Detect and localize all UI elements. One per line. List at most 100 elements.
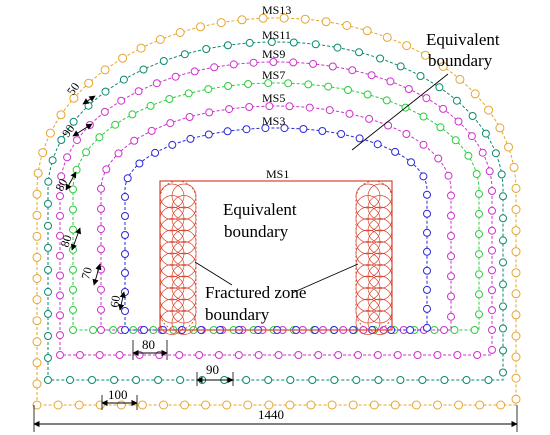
monitoring-point-ms5 xyxy=(447,272,455,281)
monitoring-point-ms13 xyxy=(258,13,268,23)
monitoring-point-ms9 xyxy=(393,351,402,359)
monitoring-point-ms9 xyxy=(488,306,496,315)
dim-80b: 80 xyxy=(58,227,82,251)
monitoring-point-ms9 xyxy=(314,351,323,359)
monitoring-point-ms11 xyxy=(176,376,185,384)
monitoring-point-ms13 xyxy=(321,17,331,27)
monitoring-point-ms13 xyxy=(33,168,43,178)
svg-text:70: 70 xyxy=(78,266,95,281)
monitoring-point-ms9 xyxy=(56,351,64,359)
monitoring-point-ms7 xyxy=(89,326,98,334)
monitoring-point-ms13 xyxy=(511,394,521,404)
monitoring-point-ms7 xyxy=(69,185,77,194)
monitoring-point-ms9 xyxy=(354,351,362,359)
monitoring-point-ms11 xyxy=(159,57,168,65)
monitoring-point-ms11 xyxy=(139,65,148,74)
monitoring-point-ms9 xyxy=(175,351,184,359)
monitoring-point-ms7 xyxy=(475,270,483,279)
monitoring-point-ms7 xyxy=(204,85,213,94)
monitoring-point-ms7 xyxy=(344,86,352,94)
monitoring-point-ms13 xyxy=(411,400,421,410)
monitoring-point-ms9 xyxy=(488,206,496,215)
monitoring-point-ms9 xyxy=(488,187,496,195)
monitoring-point-ms13 xyxy=(511,268,521,278)
monitoring-point-ms11 xyxy=(57,136,66,144)
monitoring-point-ms11 xyxy=(499,236,507,245)
monitoring-point-ms9 xyxy=(488,286,496,295)
equivalent-boundary-mid-line2: boundary xyxy=(224,222,289,241)
monitoring-point-ms11 xyxy=(499,280,507,289)
monitoring-point-ms13 xyxy=(420,50,430,60)
monitoring-point-ms9 xyxy=(269,58,278,66)
monitoring-point-ms5 xyxy=(447,292,455,301)
monitoring-point-ms11 xyxy=(374,376,383,384)
monitoring-point-ms13 xyxy=(32,295,42,305)
fractured-leader-left xyxy=(194,261,233,286)
monitoring-point-ms3 xyxy=(423,209,431,218)
monitoring-point-ms11 xyxy=(440,376,449,384)
monitoring-point-ms11 xyxy=(462,376,471,384)
monitoring-point-ms13 xyxy=(32,316,42,326)
monitoring-point-ms11 xyxy=(44,332,52,340)
fractured-zone-circle xyxy=(367,310,393,335)
svg-text:80: 80 xyxy=(58,233,75,249)
svg-text:100: 100 xyxy=(108,387,128,402)
monitoring-point-ms11 xyxy=(396,376,405,384)
monitoring-point-ms9 xyxy=(134,87,143,96)
monitoring-point-ms9 xyxy=(473,351,482,359)
monitoring-point-ms9 xyxy=(195,351,204,359)
monitoring-point-ms7 xyxy=(475,310,483,319)
monitoring-point-ms5 xyxy=(166,119,175,128)
monitoring-point-ms13 xyxy=(511,373,521,383)
monitoring-point-ms5 xyxy=(285,102,294,111)
monitoring-point-ms3 xyxy=(121,250,129,258)
monitoring-point-ms3 xyxy=(168,140,177,149)
monitoring-point-ms3 xyxy=(242,125,251,134)
monitoring-point-ms13 xyxy=(279,13,289,23)
monitoring-point-ms7 xyxy=(69,285,77,294)
monitoring-point-ms11 xyxy=(154,376,163,384)
monitoring-point-ms7 xyxy=(244,80,253,88)
monitoring-point-ms13 xyxy=(69,93,79,103)
monitoring-point-ms9 xyxy=(152,79,161,88)
monitoring-point-ms11 xyxy=(289,38,298,47)
monitoring-point-ms11 xyxy=(499,192,507,201)
monitoring-point-ms11 xyxy=(355,48,363,57)
fractured-zone-left xyxy=(159,180,197,335)
monitoring-point-ms13 xyxy=(155,35,165,44)
monitoring-point-ms13 xyxy=(116,400,126,410)
monitoring-point-ms9 xyxy=(386,77,395,86)
monitoring-point-ms9 xyxy=(328,62,337,71)
monitoring-point-ms5 xyxy=(147,126,156,135)
monitoring-point-ms11 xyxy=(101,87,110,96)
monitoring-point-ms5 xyxy=(97,285,105,294)
monitoring-point-ms5 xyxy=(130,136,139,145)
monitoring-point-ms7 xyxy=(128,110,137,119)
monitoring-point-ms9 xyxy=(289,58,298,67)
monitoring-point-ms11 xyxy=(44,243,52,252)
monitoring-point-ms11 xyxy=(286,376,295,384)
monitoring-point-ms9 xyxy=(294,351,303,359)
monitoring-point-ms13 xyxy=(511,310,521,320)
monitoring-point-ms7 xyxy=(111,120,120,129)
equivalent-boundary-top-line1: Equivalent xyxy=(426,30,500,49)
monitoring-point-ms7 xyxy=(82,148,91,157)
fractured-zone-circle xyxy=(355,310,381,335)
monitoring-point-ms5 xyxy=(325,106,334,115)
monitoring-point-ms11 xyxy=(44,265,52,274)
monitoring-point-ms9 xyxy=(117,96,126,105)
fractured-zone-right xyxy=(355,180,393,335)
monitoring-point-ms7 xyxy=(69,225,77,234)
monitoring-point-ms9 xyxy=(210,63,219,72)
monitoring-point-ms7 xyxy=(304,80,313,89)
monitoring-point-ms9 xyxy=(56,231,64,240)
monitoring-point-ms11 xyxy=(396,62,405,71)
monitoring-point-ms7 xyxy=(470,326,479,334)
monitoring-point-ms5 xyxy=(245,103,254,111)
monitoring-point-ms9 xyxy=(439,104,448,113)
monitoring-point-ms13 xyxy=(496,400,506,410)
monitoring-point-ms11 xyxy=(499,346,507,355)
monitoring-point-ms11 xyxy=(418,376,427,384)
monitoring-point-ms13 xyxy=(95,400,105,410)
